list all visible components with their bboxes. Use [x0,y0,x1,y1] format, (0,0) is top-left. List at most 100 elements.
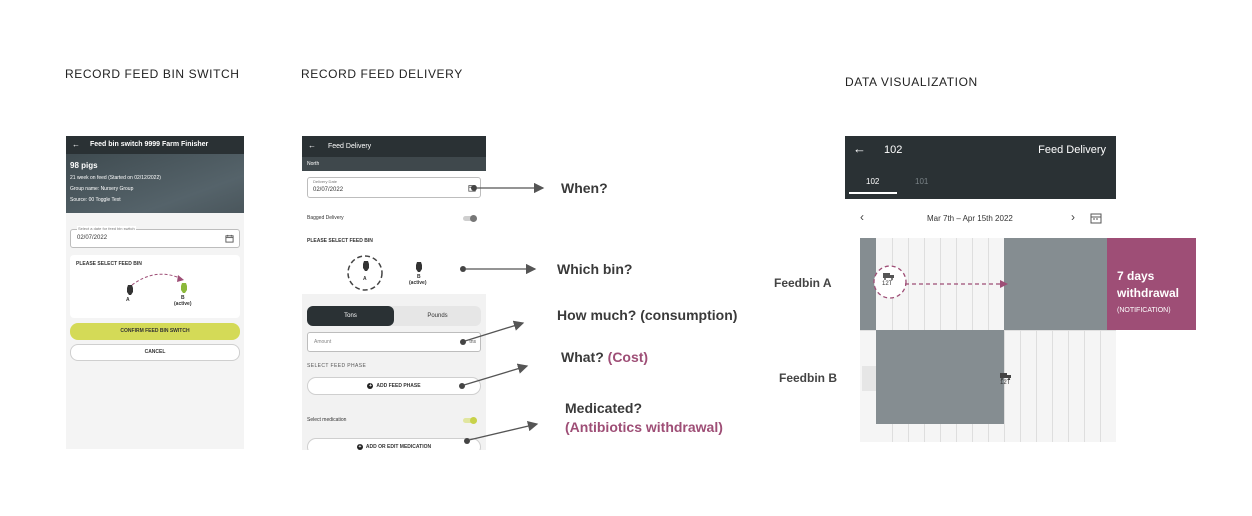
delivery-bin-a-label: A [363,276,367,282]
feedbin-b-stub [862,366,876,391]
amount-placeholder: Amount [314,339,332,345]
viz-header-number: 102 [884,144,903,156]
group-name: Group name: Nursery Group [70,186,134,192]
truck-icon [883,273,894,280]
delivery-date-label: Delivery Date [313,179,338,184]
annotation-which-bin: Which bin? [557,261,633,277]
annotation-what-accent: (Cost) [607,349,649,365]
cancel-button[interactable]: CANCEL [70,344,240,361]
annotation-when: When? [561,180,608,196]
visualization-screen: ← 102 Feed Delivery 102 101 ‹ Mar 7th – … [845,136,1116,442]
add-medication-button[interactable]: +ADD OR EDIT MEDICATION [307,438,481,450]
feed-bin-a-icon[interactable] [363,261,369,271]
feed-bin-b-icon[interactable] [416,262,422,272]
bagged-delivery-label: Bagged Delivery [307,215,344,221]
amount-unit-suffix: tns [469,339,476,345]
plus-circle-icon: + [367,382,374,389]
delivery-date-value: 02/07/2022 [313,187,344,193]
delivery-b-amount: 12T [1000,380,1011,386]
back-arrow-icon[interactable]: ← [308,141,316,150]
calendar-icon[interactable] [225,234,234,243]
switch-bin-b-state: (active) [174,301,192,307]
location-bar: North [302,157,486,171]
previous-arrow-icon[interactable]: ‹ [860,210,864,224]
viz-header-title: Feed Delivery [1038,144,1106,156]
switch-bin-card: PLEASE SELECT FEED BIN A B (active) [70,255,240,318]
add-feed-phase-button[interactable]: +ADD FEED PHASE [307,377,481,395]
notification-title: 7 days withdrawal [1117,269,1180,300]
delivery-select-bin-label: PLEASE SELECT FEED BIN [307,238,373,244]
switch-date-value: 02/07/2022 [77,235,108,241]
delivery-date-field[interactable]: Delivery Date 02/07/2022 [307,177,481,198]
location-name: North [307,161,320,167]
back-arrow-icon[interactable]: ← [853,141,866,156]
delivery-header-title: Feed Delivery [328,143,372,150]
feedbin-a-bar-early [860,238,876,330]
truck-icon [1000,373,1011,380]
date-range: Mar 7th – Apr 15th 2022 [927,214,1013,223]
switch-bin-a-label: A [126,297,130,303]
amount-input[interactable]: Amount tns [307,332,481,352]
medication-label: Select medication [307,417,347,423]
switch-bin-b-label: B [181,295,185,301]
annotation-what: What? (Cost) [561,349,648,365]
switch-date-label: Select a date for feed bin switch [77,226,136,231]
feed-bin-b-icon[interactable] [181,283,187,293]
annotation-how-much: How much? (consumption) [557,307,738,323]
feedbin-a-label: Feedbin A [774,276,832,290]
withdrawal-arrow-icon [905,280,1008,288]
arrow-what [459,363,529,389]
confirm-switch-button[interactable]: CONFIRM FEED BIN SWITCH [70,323,240,340]
delivery-app-bar: ← Feed Delivery [302,136,486,157]
bagged-delivery-toggle[interactable] [463,215,477,222]
week-on-feed: 21 week on feed (Started on 02/12/2022) [70,175,161,181]
switch-app-bar: ← Feed bin switch 9999 Farm Finisher [66,136,244,154]
switch-arrow-icon [131,273,184,286]
arrow-which-bin [460,263,537,275]
feed-bin-switch-screen: ← Feed bin switch 9999 Farm Finisher 98 … [66,136,244,449]
back-arrow-icon[interactable]: ← [72,140,80,149]
feedbin-b-bar [876,330,1004,424]
annotation-medicated-accent: (Antibiotics withdrawal) [565,419,723,435]
switch-select-bin-label: PLEASE SELECT FEED BIN [76,261,142,267]
delivery-bin-panel [302,230,486,294]
delivery-a-circle-icon [873,265,907,299]
notification-sub: (NOTIFICATION) [1117,307,1171,314]
viz-app-bar: ← 102 Feed Delivery 102 101 [845,136,1116,199]
annotation-antibiotics: (Antibiotics withdrawal) [565,419,723,435]
tab-101[interactable]: 101 [915,177,929,186]
annotation-medicated: Medicated? [565,400,643,416]
section-title-delivery: RECORD FEED DELIVERY [301,67,463,81]
feed-phase-label: SELECT FEED PHASE [307,363,367,369]
unit-tons-tab[interactable]: Tons [307,306,394,326]
unit-pounds-tab[interactable]: Pounds [427,313,448,319]
calendar-icon[interactable] [1090,212,1102,224]
switch-date-field[interactable]: Select a date for feed bin switch 02/07/… [70,226,240,248]
feed-delivery-screen: ← Feed Delivery North Delivery Date 02/0… [302,136,486,450]
pig-group-info: 98 pigs 21 week on feed (Started on 02/1… [66,154,244,213]
pig-count: 98 pigs [70,161,98,170]
feedbin-b-label: Feedbin B [779,371,838,385]
feed-bin-a-icon[interactable] [127,285,133,295]
add-feed-phase-label: ADD FEED PHASE [376,383,421,389]
plus-circle-icon: + [356,443,363,450]
delivery-a-amount: 12T [882,281,893,287]
arrow-when [471,182,545,194]
section-title-visualization: DATA VISUALIZATION [845,75,978,89]
delivery-bin-b-state: (active) [409,280,427,286]
annotation-what-prefix: What? [561,349,604,365]
arrow-medicated [464,421,539,444]
tab-102[interactable]: 102 [866,177,880,186]
add-medication-label: ADD OR EDIT MEDICATION [365,444,432,450]
switch-header-title: Feed bin switch 9999 Farm Finisher [90,141,209,148]
arrow-how-much [460,320,525,345]
delivery-bin-b-label: B [417,274,421,280]
next-arrow-icon[interactable]: › [1071,210,1075,224]
withdrawal-notification[interactable]: 7 days withdrawal (NOTIFICATION) [1107,238,1196,330]
medication-toggle[interactable] [463,417,477,424]
feedbin-a-bar-late [1004,238,1116,330]
section-title-switch: RECORD FEED BIN SWITCH [65,67,240,81]
source-line: Source: 00 Toggle Text [70,197,121,203]
active-tab-indicator [849,192,897,194]
